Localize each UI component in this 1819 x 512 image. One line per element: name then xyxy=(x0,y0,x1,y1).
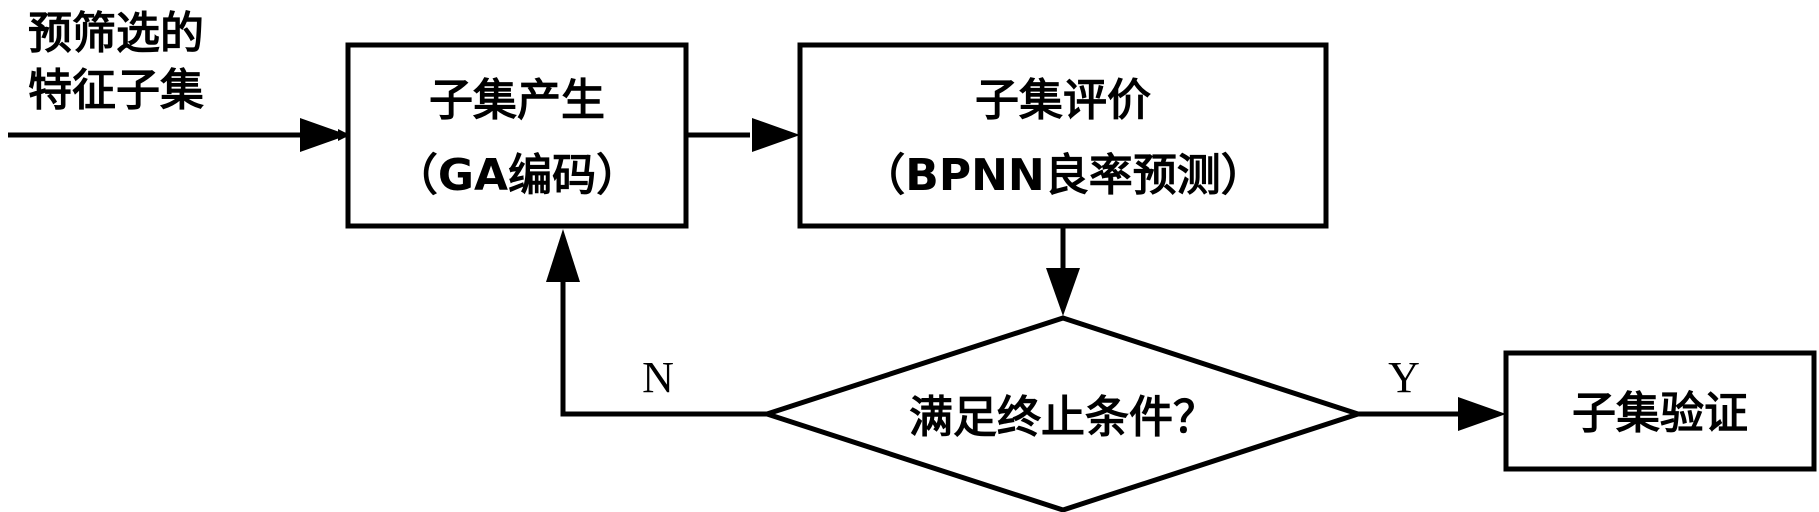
arrow-evaluate-to-decision-head xyxy=(1046,268,1080,316)
box-subset-verification-label: 子集验证 xyxy=(1572,388,1748,439)
box-subset-generation-subtitle: （GA编码） xyxy=(394,150,640,201)
loop-back-line xyxy=(560,282,767,417)
arrow-decision-to-verify-head xyxy=(1458,397,1506,431)
box-subset-evaluation-title: 子集评价 xyxy=(975,75,1151,126)
decision-label: 满足终止条件？ xyxy=(909,392,1217,443)
edge-no-label: N xyxy=(642,353,674,402)
input-arrowhead xyxy=(300,118,348,152)
input-label-line1: 预筛选的 xyxy=(28,8,204,59)
loop-back-arrowhead xyxy=(546,229,580,282)
edge-yes-label: Y xyxy=(1388,353,1420,402)
box-subset-generation-title: 子集产生 xyxy=(429,75,605,126)
arrow-generate-to-evaluate-head xyxy=(752,118,800,152)
input-label-line2: 特征子集 xyxy=(28,65,204,116)
box-subset-verification xyxy=(1503,350,1817,472)
box-subset-evaluation-subtitle: （BPNN良率预测） xyxy=(861,150,1264,201)
decision-diamond xyxy=(758,315,1367,512)
box-subset-evaluation xyxy=(797,42,1329,229)
